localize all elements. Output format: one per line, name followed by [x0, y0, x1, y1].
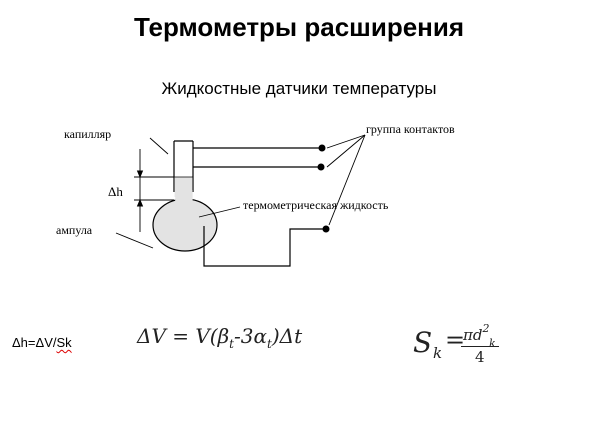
wiring	[193, 144, 330, 267]
label-delta-h: Δh	[108, 184, 123, 199]
bulb-neck	[175, 190, 193, 202]
label-ampoule: ампула	[56, 223, 93, 237]
formula-volume-tail: )Δt	[271, 324, 303, 348]
ampoule-bulb	[152, 198, 218, 252]
formula-delta-h-main: Δh=ΔV/	[12, 335, 57, 350]
capillary-tube	[173, 140, 194, 197]
formula-sk-sub: k	[433, 344, 443, 362]
formula-sk-denominator: 4	[475, 348, 485, 366]
formula-sk-num-sub: k	[489, 337, 496, 350]
contact-dot-1	[318, 144, 326, 152]
slide-subtitle: Жидкостные датчики температуры	[161, 79, 437, 98]
slide-title: Термометры расширения	[133, 12, 465, 42]
delta-h-dimension	[134, 149, 174, 232]
formula-volume-mid: -3α	[234, 324, 267, 348]
formula-delta-h: Δh=ΔV/Sk	[12, 335, 72, 350]
contact-dot-2	[317, 163, 325, 171]
label-thermometric-liquid: термометрическая жидкость	[243, 198, 389, 212]
formula-sk-fraction-bar	[461, 346, 499, 347]
formula-sk-num-sup: 2	[482, 322, 490, 335]
formula-sk-num-pi: πd	[463, 326, 483, 344]
label-capillary: капилляр	[64, 127, 111, 141]
formula-sk-numerator: πd2	[463, 322, 489, 344]
leader-lines	[115, 134, 366, 249]
formula-volume: ΔV = V(βt-3αt)Δt	[137, 324, 302, 351]
formula-sk-lhs: S	[413, 326, 433, 359]
formula-volume-alpha-sub: t	[267, 337, 272, 351]
formula-volume-lhs: ΔV	[137, 324, 166, 348]
contact-dot-3	[322, 225, 330, 233]
formula-delta-h-sk: Sk	[56, 335, 72, 350]
formula-volume-eq: = V(β	[165, 324, 230, 348]
formula-volume-beta-sub: t	[229, 337, 234, 351]
formula-sk: S k = πd2 k 4	[413, 322, 523, 372]
label-contact-group: группа контактов	[366, 122, 455, 136]
formula-sk-eq: =	[445, 326, 466, 354]
